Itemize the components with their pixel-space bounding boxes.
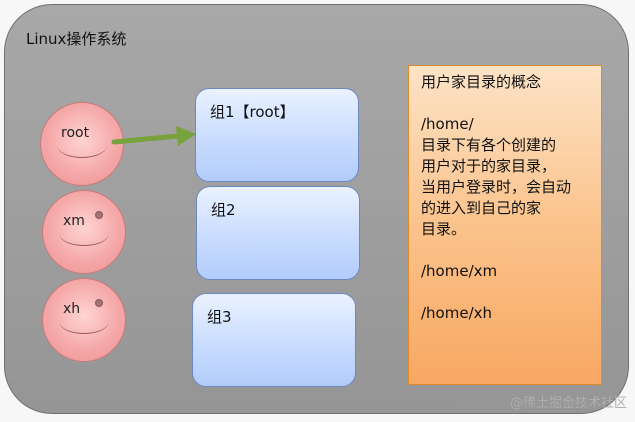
concept-example-xm: /home/xm (421, 262, 498, 280)
eye-icon (95, 211, 103, 219)
watermark-overlay: @稀土掘金技术社区 (510, 396, 628, 411)
user-root-face: root (40, 102, 124, 186)
user-xm-face: xm (42, 190, 126, 274)
concept-title: 用户家目录的概念 (421, 73, 542, 91)
smile-icon (57, 133, 107, 158)
concept-example-xh: /home/xh (421, 304, 493, 322)
concept-path: /home/ (421, 115, 474, 133)
group-2-box: 组2 (196, 186, 360, 280)
group-2-label: 组2 (211, 201, 236, 219)
membership-arrow (111, 126, 196, 146)
group-1-label: 组1【root】 (210, 103, 295, 121)
system-title: Linux操作系统 (26, 30, 127, 48)
eye-icon (95, 299, 103, 307)
smile-icon (59, 221, 109, 246)
smile-icon (59, 309, 109, 334)
group-1-box: 组1【root】 (195, 88, 359, 182)
user-xh-face: xh (42, 278, 126, 362)
group-3-box: 组3 (192, 293, 356, 387)
arrow-head-icon (176, 126, 196, 146)
group-3-label: 组3 (207, 308, 232, 326)
arrow-shaft (111, 133, 181, 145)
watermark-text: CSDN @一个想成为技术大佬的人 (460, 401, 602, 411)
home-directory-concept-note: 用户家目录的概念 /home/ 目录下有各个创建的 用户对于的家目录， 当用户登… (408, 65, 602, 385)
concept-description: 目录下有各个创建的 用户对于的家目录， 当用户登录时，会自动 的进入到自己的家 … (421, 136, 572, 238)
